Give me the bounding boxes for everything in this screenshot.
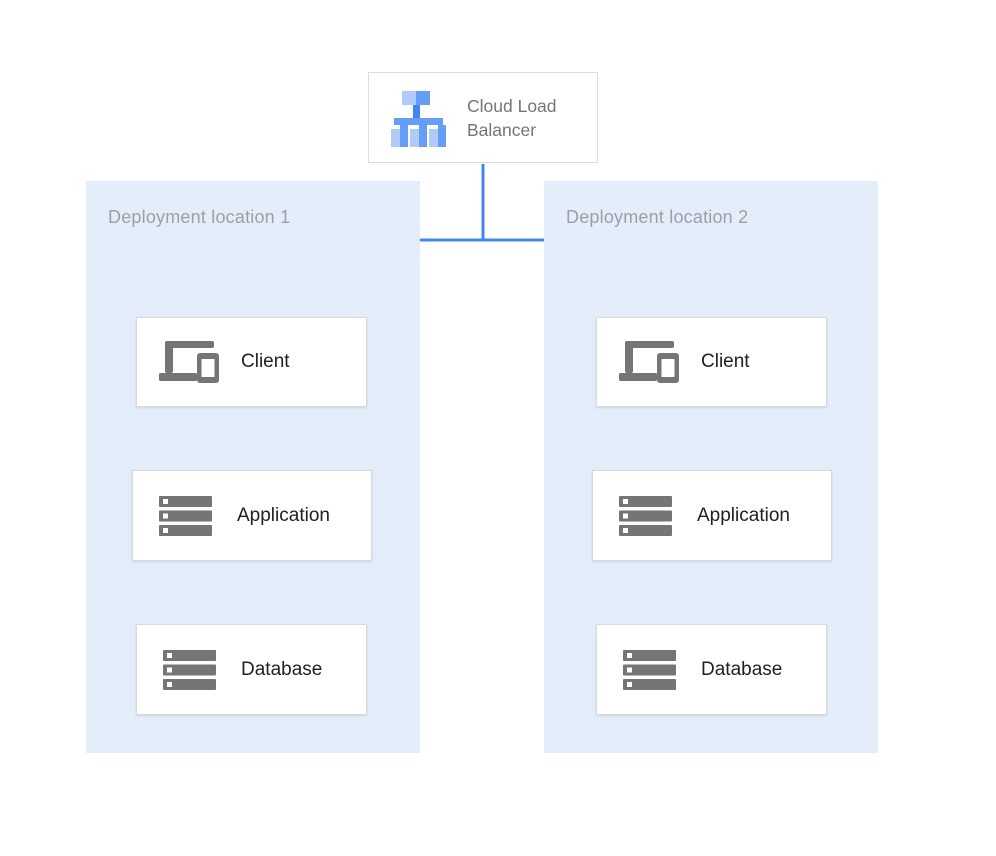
node-client-2: Client [596, 317, 827, 407]
node-application-2: Application [592, 470, 832, 561]
servers-icon [619, 649, 679, 690]
devices-icon [619, 341, 679, 383]
load-balancer-label: Cloud Load Balancer [467, 95, 557, 140]
deployment-location-1-label: Deployment location 1 [108, 207, 291, 227]
load-balancer-icon [391, 89, 447, 147]
node-label: Database [241, 658, 323, 680]
devices-icon [159, 341, 219, 383]
node-database-2: Database [596, 624, 827, 715]
servers-icon [159, 649, 219, 690]
node-label: Application [697, 504, 790, 526]
node-label: Client [241, 351, 290, 372]
node-cloud-load-balancer: Cloud Load Balancer [368, 72, 598, 163]
deployment-location-2-label: Deployment location 2 [566, 207, 749, 227]
node-client-1: Client [136, 317, 367, 407]
node-database-1: Database [136, 624, 367, 715]
node-label: Client [701, 351, 750, 372]
node-label: Database [701, 658, 783, 680]
node-label: Application [237, 504, 330, 526]
servers-icon [615, 495, 675, 536]
servers-icon [155, 495, 215, 536]
node-application-1: Application [132, 470, 372, 561]
